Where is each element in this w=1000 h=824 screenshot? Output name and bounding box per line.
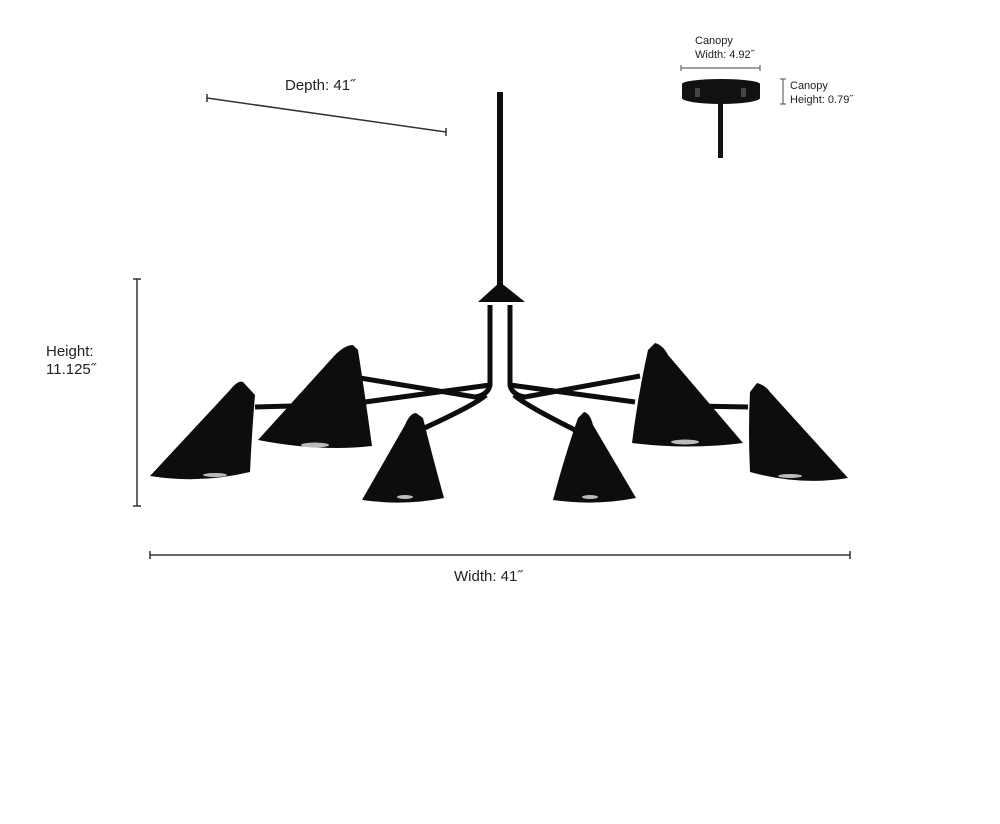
canopy-width-label: Canopy <box>695 35 733 47</box>
depth-label: Depth: 41˝ <box>285 77 356 94</box>
canopy-height-value: Height: 0.79˝ <box>790 94 853 106</box>
width-dimension-line <box>149 551 851 559</box>
height-value: 11.125˝ <box>46 361 96 378</box>
width-label: Width: 41˝ <box>454 568 523 585</box>
shade-3 <box>362 413 444 503</box>
canopy-detail <box>682 79 760 158</box>
canopy-width-value: Width: 4.92˝ <box>695 49 755 61</box>
shade-6 <box>749 383 848 481</box>
chandelier-stem <box>497 92 503 287</box>
bulb-highlights <box>203 439 802 499</box>
height-dimension-line <box>133 278 141 507</box>
shade-5 <box>632 343 743 447</box>
canopy-height-label: Canopy <box>790 80 828 92</box>
canopy-height-line <box>780 78 786 105</box>
depth-dimension-line <box>206 94 447 136</box>
height-label: Height: <box>46 343 94 360</box>
canopy-width-line <box>680 65 761 71</box>
shade-4 <box>553 412 636 503</box>
shade-1 <box>150 381 255 480</box>
shade-2 <box>258 345 372 448</box>
chandelier-hub <box>478 282 525 302</box>
chandelier <box>150 92 848 503</box>
